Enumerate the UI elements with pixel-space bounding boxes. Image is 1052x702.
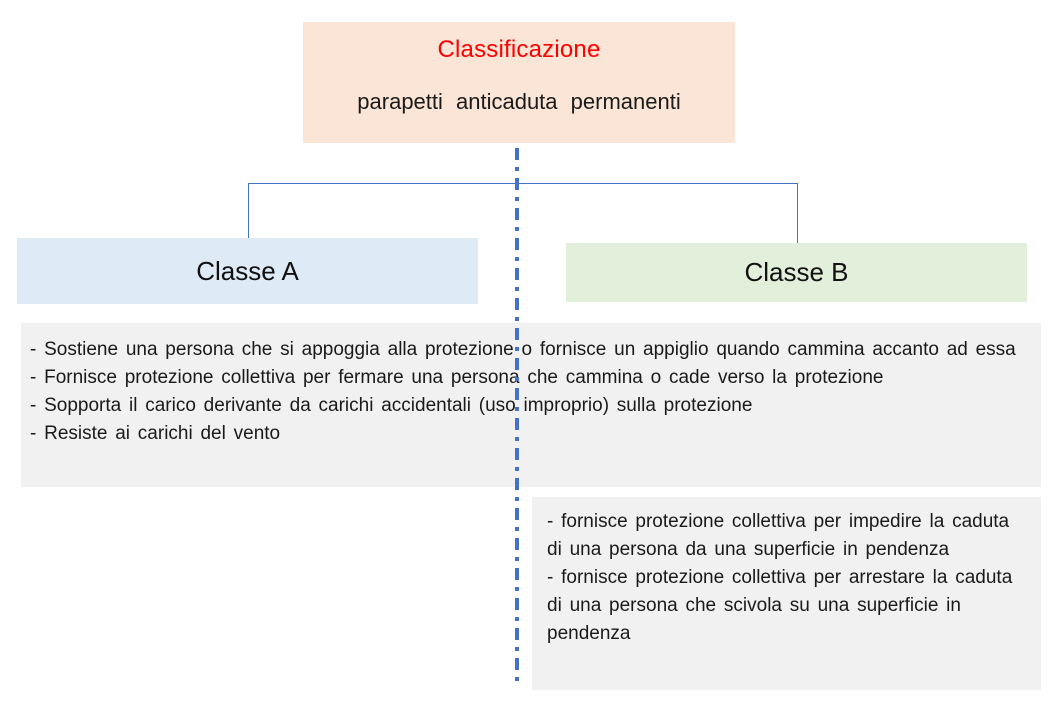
node-classe-a-label: Classe A [196,255,299,286]
details-classe-b: - fornisce protezione collettiva per imp… [532,497,1041,690]
root-node-classificazione: Classificazione parapetti anticaduta per… [303,22,735,143]
connector-drop-classe-a [248,183,249,238]
node-classe-a: Classe A [17,238,478,304]
classe-b-bullet-2: - fornisce protezione collettiva per arr… [547,567,1013,644]
connector-horizontal-line [248,183,797,184]
root-node-subtitle: parapetti anticaduta permanenti [357,89,681,114]
classe-b-bullet-1: - fornisce protezione collettiva per imp… [547,511,1010,560]
classe-a-bullet-4: - Resiste ai carichi del vento [30,423,281,444]
node-classe-b-label: Classe B [744,257,849,287]
root-node-title: Classificazione [437,36,601,63]
classe-a-bullet-2: - Fornisce protezione collettiva per fer… [30,367,884,388]
classe-a-bullet-3: - Sopporta il carico derivante da carich… [30,395,753,416]
connector-drop-classe-b [797,183,798,243]
classe-a-bullet-1: - Sostiene una persona che si appoggia a… [30,339,1016,360]
dash-dot-divider-line [515,148,519,682]
details-classe-a: - Sostiene una persona che si appoggia a… [21,323,1041,487]
node-classe-b: Classe B [566,243,1027,302]
